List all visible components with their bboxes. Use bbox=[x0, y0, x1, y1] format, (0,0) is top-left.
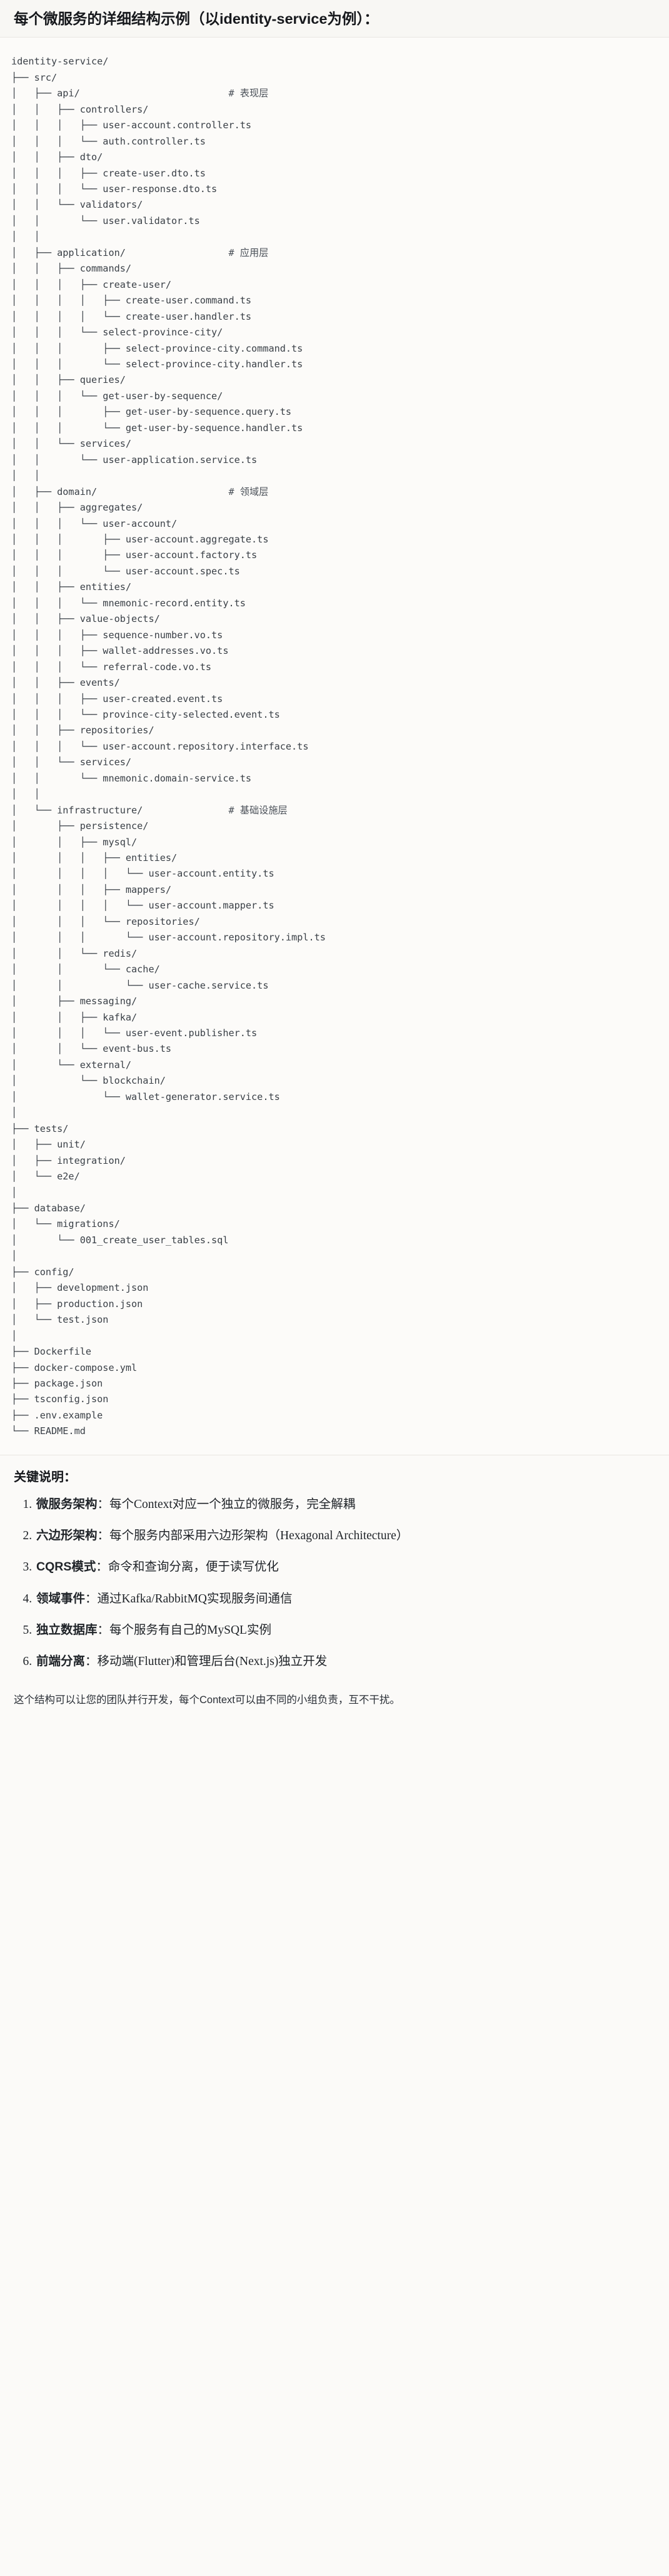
tree-layer-comment: # 领域层 bbox=[228, 486, 269, 497]
closing-paragraph: 这个结构可以让您的团队并行开发，每个Context可以由不同的小组负责，互不干扰… bbox=[14, 1694, 400, 1706]
tree-layer-comment: # 应用层 bbox=[228, 247, 269, 258]
key-note-item: 领域事件：通过Kafka/RabbitMQ实现服务间通信 bbox=[35, 1590, 655, 1608]
key-note-separator: ： bbox=[97, 1529, 110, 1543]
key-notes-section: 关键说明： 微服务架构：每个Context对应一个独立的微服务，完全解耦六边形架… bbox=[0, 1455, 669, 1689]
key-note-item: 六边形架构：每个服务内部采用六边形架构（Hexagonal Architectu… bbox=[35, 1527, 655, 1545]
key-notes-title: 关键说明： bbox=[14, 1470, 76, 1484]
page-title: 每个微服务的详细结构示例（以identity-service为例）： bbox=[0, 0, 669, 38]
key-note-lead: 六边形架构 bbox=[36, 1529, 98, 1543]
tree-layer-comment: # 表现层 bbox=[228, 88, 269, 99]
key-note-lead: CQRS模式 bbox=[36, 1560, 96, 1574]
key-note-text: 每个服务内部采用六边形架构（Hexagonal Architecture） bbox=[109, 1529, 409, 1543]
key-note-separator: ： bbox=[97, 1497, 110, 1511]
key-note-text: 每个Context对应一个独立的微服务，完全解耦 bbox=[109, 1497, 356, 1511]
key-note-text: 移动端(Flutter)和管理后台(Next.js)独立开发 bbox=[97, 1655, 328, 1669]
key-note-separator: ： bbox=[85, 1592, 98, 1606]
key-note-item: 微服务架构：每个Context对应一个独立的微服务，完全解耦 bbox=[35, 1495, 655, 1514]
key-note-item: CQRS模式：命令和查询分离，便于读写优化 bbox=[35, 1558, 655, 1576]
key-note-item: 前端分离：移动端(Flutter)和管理后台(Next.js)独立开发 bbox=[35, 1652, 655, 1671]
key-note-lead: 前端分离 bbox=[36, 1654, 86, 1669]
key-note-text: 通过Kafka/RabbitMQ实现服务间通信 bbox=[97, 1592, 293, 1606]
tree-layer-comment: # 基础设施层 bbox=[228, 804, 288, 816]
key-note-item: 独立数据库：每个服务有自己的MySQL实例 bbox=[35, 1621, 655, 1639]
code-block-directory-tree: identity-service/ ├── src/ │ ├── api/ # … bbox=[0, 38, 669, 1455]
key-note-lead: 微服务架构 bbox=[36, 1497, 98, 1511]
key-note-lead: 领域事件 bbox=[36, 1591, 86, 1606]
key-note-separator: ： bbox=[97, 1623, 110, 1637]
key-note-separator: ： bbox=[85, 1655, 98, 1669]
key-notes-list: 微服务架构：每个Context对应一个独立的微服务，完全解耦六边形架构：每个服务… bbox=[14, 1495, 655, 1671]
key-note-text: 每个服务有自己的MySQL实例 bbox=[109, 1623, 271, 1637]
key-note-lead: 独立数据库 bbox=[36, 1622, 98, 1637]
directory-tree-text: identity-service/ ├── src/ │ ├── api/ # … bbox=[11, 56, 326, 1437]
key-note-text: 命令和查询分离，便于读写优化 bbox=[108, 1560, 279, 1574]
key-note-separator: ： bbox=[96, 1560, 108, 1574]
